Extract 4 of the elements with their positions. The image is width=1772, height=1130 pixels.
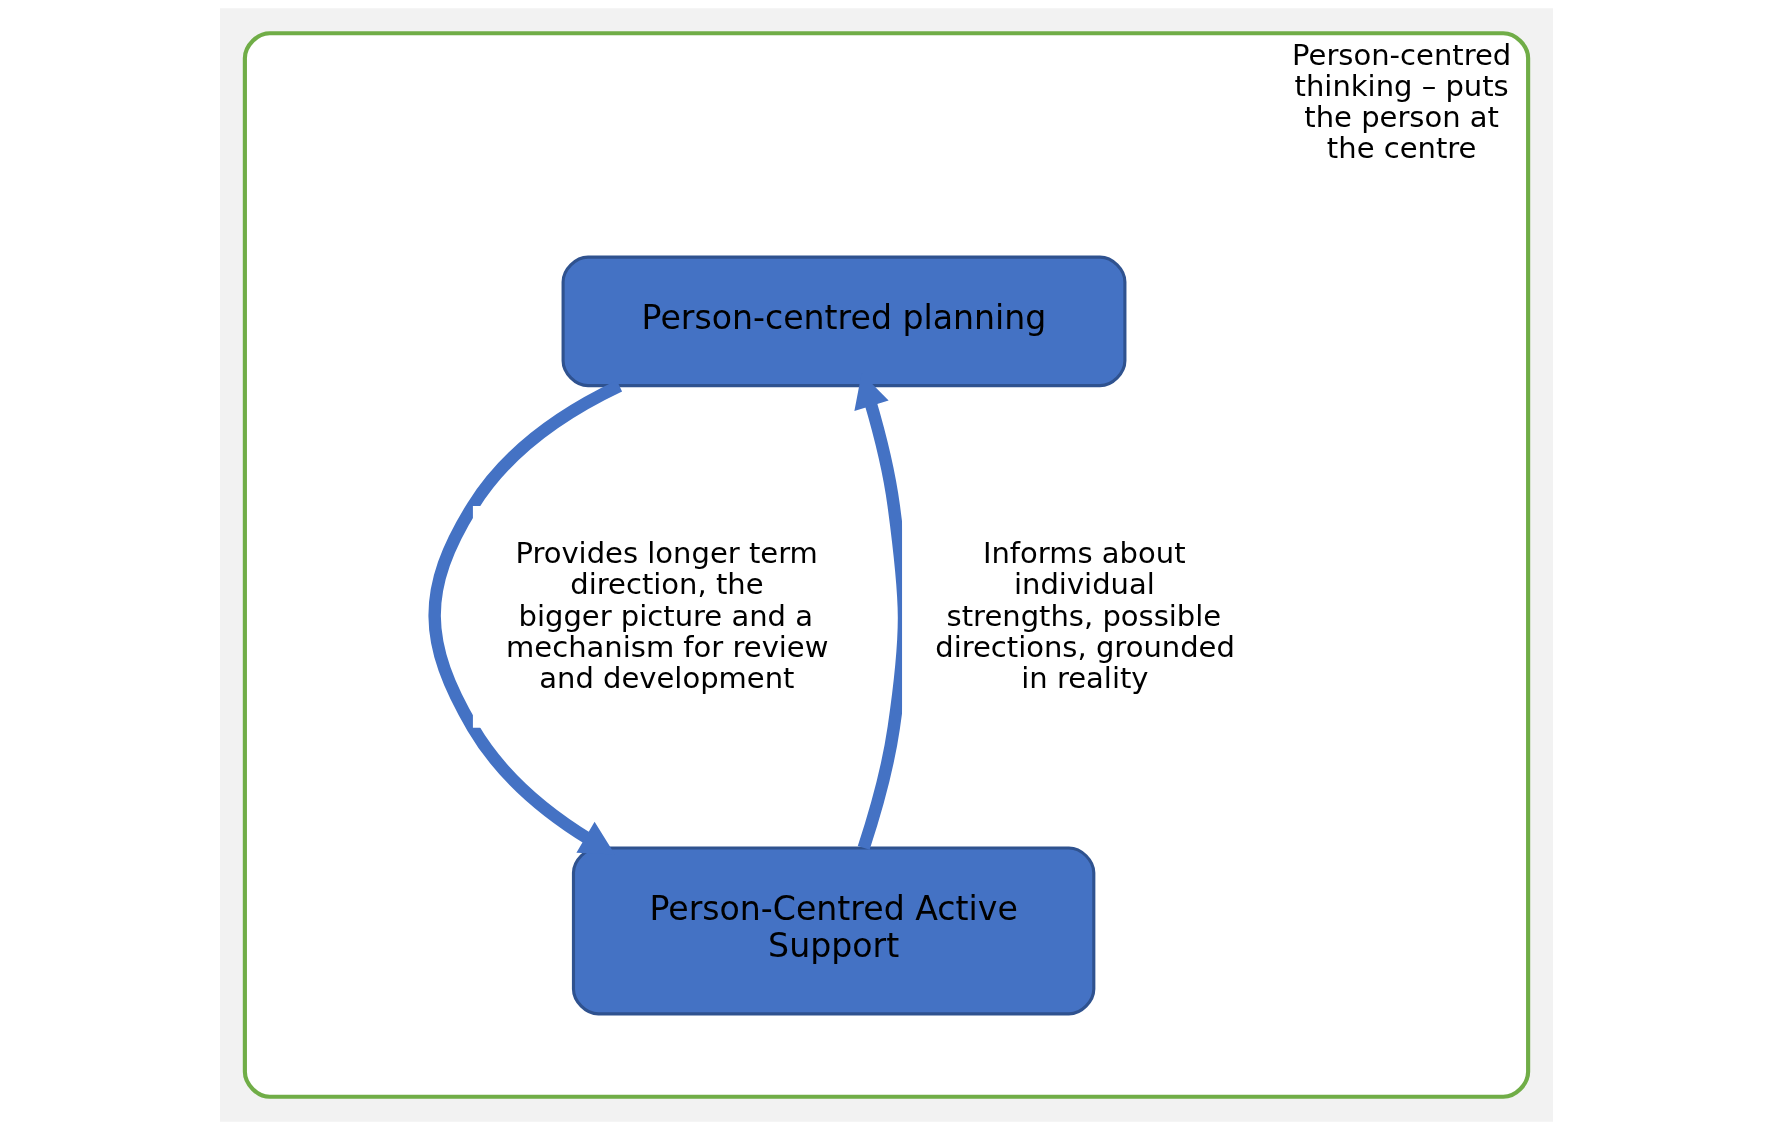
edge-label: Provides longer term direction, the bigger picture and a mechanism for review and development bbox=[505, 536, 828, 695]
node-box: Person-centred planning bbox=[561, 255, 1126, 388]
edge-label: Informs about individual strengths, possible directions, grounded in reality bbox=[934, 536, 1235, 695]
node-box: Person-Centred Active Support bbox=[571, 846, 1095, 1016]
